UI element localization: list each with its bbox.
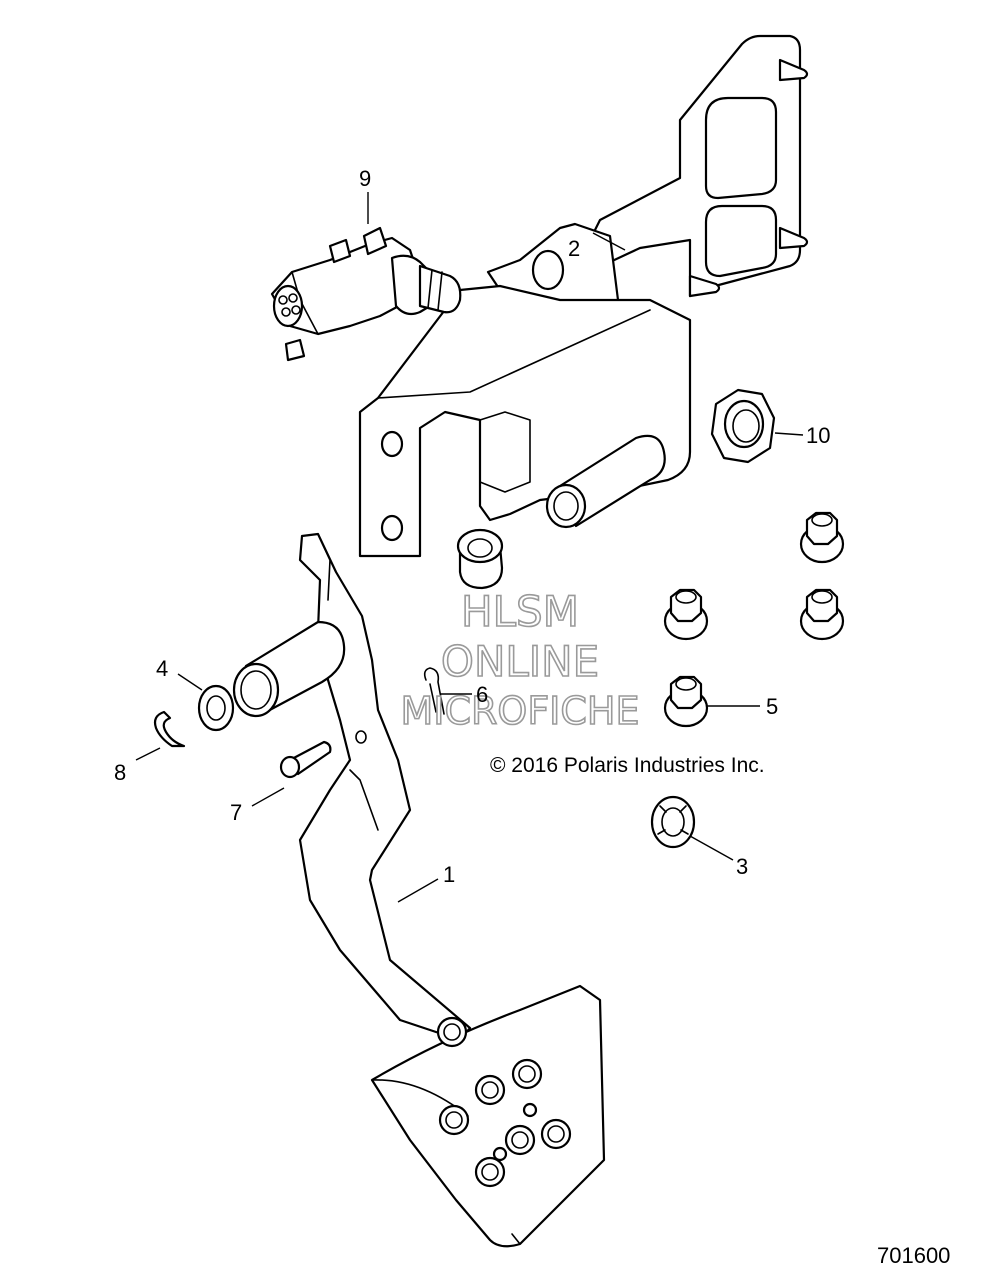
document-number: 701600 xyxy=(877,1243,950,1268)
callout-labels: 9 2 10 5 3 4 8 7 6 1 xyxy=(114,166,830,887)
copyright-notice: © 2016 Polaris Industries Inc. xyxy=(490,754,765,777)
leader-7 xyxy=(251,787,285,807)
watermark-line-1: HLSM xyxy=(461,587,579,636)
callout-1: 1 xyxy=(443,862,455,887)
leader-4 xyxy=(177,673,203,691)
callout-3: 3 xyxy=(736,854,748,879)
watermark-line-3: MICROFICHE xyxy=(400,689,639,733)
callout-8: 8 xyxy=(114,760,126,785)
leader-lines xyxy=(135,192,804,903)
watermark: HLSM ONLINE MICROFICHE xyxy=(400,586,641,734)
leader-2 xyxy=(592,232,626,251)
callout-4: 4 xyxy=(156,656,168,681)
hex-nut-part-10 xyxy=(710,388,776,464)
callout-5: 5 xyxy=(766,694,778,719)
leader-3 xyxy=(689,835,734,861)
pin-part-7 xyxy=(279,740,332,779)
leader-1 xyxy=(397,878,439,903)
watermark-line-2: ONLINE xyxy=(441,637,599,686)
switch-part-9 xyxy=(270,226,462,362)
callout-7: 7 xyxy=(230,800,242,825)
callout-9: 9 xyxy=(359,166,371,191)
callout-2: 2 xyxy=(568,236,580,261)
leader-10 xyxy=(774,432,804,436)
pedal-part-1 xyxy=(298,532,606,1248)
pivot-tube xyxy=(232,620,346,718)
bracket-part-2 xyxy=(358,34,809,558)
bushing xyxy=(456,528,504,590)
callout-10: 10 xyxy=(806,423,830,448)
cotter-pin-part-6 xyxy=(423,667,445,715)
flange-nut-part-5 xyxy=(663,511,845,728)
washer-part-3 xyxy=(650,795,696,849)
clip-part-8 xyxy=(153,710,186,748)
callout-6: 6 xyxy=(476,682,488,707)
leader-8 xyxy=(135,747,161,761)
bushing-part-4 xyxy=(197,684,235,732)
